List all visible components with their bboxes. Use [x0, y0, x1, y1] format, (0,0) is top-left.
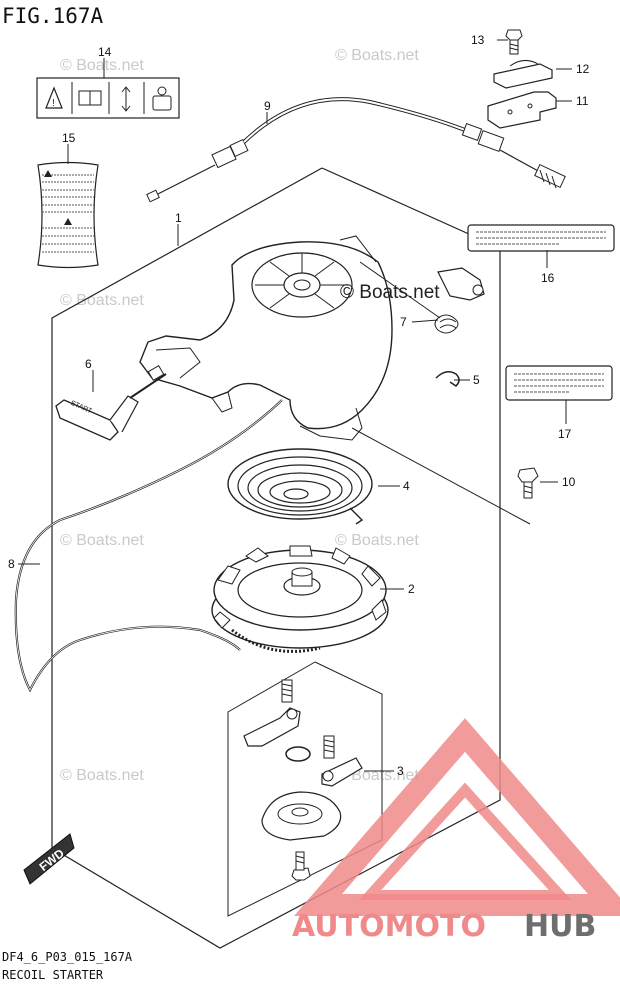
part-11-bracket	[487, 91, 557, 129]
part-6-starter-handle: START	[55, 364, 167, 441]
watermark-text: © Boats.net	[60, 292, 144, 309]
callout-1: 1	[175, 211, 182, 225]
part-10-bolt	[517, 467, 539, 499]
leader-lines	[18, 39, 572, 772]
part-2-reel	[211, 545, 389, 653]
main-watermark: © Boats.net	[340, 282, 440, 303]
part-12-clamp	[493, 60, 553, 89]
part-7-lever-spring	[434, 267, 485, 334]
part-13-bolt	[505, 29, 523, 55]
callout-16: 16	[541, 271, 555, 285]
callout-6: 6	[85, 357, 92, 371]
fwd-direction-tag: FWD	[23, 833, 75, 885]
callout-13: 13	[471, 33, 485, 47]
figure-name: RECOIL STARTER	[2, 968, 104, 982]
figure-title: FIG.167A	[2, 4, 104, 28]
part-8-cord	[14, 399, 283, 693]
callout-numbers: 13 12 11 14 15 9 1 16 7 6 5 17 10 4 8 2 …	[8, 33, 590, 778]
part-9-cable	[146, 97, 566, 203]
callout-9: 9	[264, 99, 271, 113]
svg-text:!: !	[52, 98, 55, 109]
callout-5: 5	[473, 373, 480, 387]
part-3-ratchet-assembly	[243, 679, 363, 881]
part-14-label-plate: !	[36, 77, 180, 119]
callout-14: 14	[98, 45, 112, 59]
callout-10: 10	[562, 475, 576, 489]
figure-code: DF4_6_P03_015_167A	[2, 950, 133, 964]
callout-12: 12	[576, 62, 590, 76]
callout-17: 17	[558, 427, 572, 441]
part-15-warning-label	[37, 161, 99, 269]
callout-4: 4	[403, 479, 410, 493]
callout-8: 8	[8, 557, 15, 571]
watermark-text: © Boats.net	[60, 767, 144, 784]
callout-15: 15	[62, 131, 76, 145]
watermark-text: © Boats.net	[60, 532, 144, 549]
part-16-label	[467, 224, 615, 252]
callout-3: 3	[397, 764, 404, 778]
callout-11: 11	[576, 94, 589, 108]
brand-logo: AUTOMOTO HUB	[292, 718, 620, 944]
part-5-clip	[435, 371, 460, 387]
brand-name-part2: HUB	[524, 909, 596, 944]
part-4-spiral-spring	[227, 448, 373, 525]
brand-name-part1: AUTOMOTO	[292, 909, 486, 944]
part-1-starter-housing	[139, 235, 393, 441]
callout-2: 2	[408, 582, 415, 596]
callout-7: 7	[400, 315, 407, 329]
watermark-text: © Boats.net	[60, 57, 144, 74]
part-17-label	[505, 365, 613, 401]
watermark-text: © Boats.net	[335, 47, 419, 64]
watermark-text: © Boats.net	[335, 532, 419, 549]
